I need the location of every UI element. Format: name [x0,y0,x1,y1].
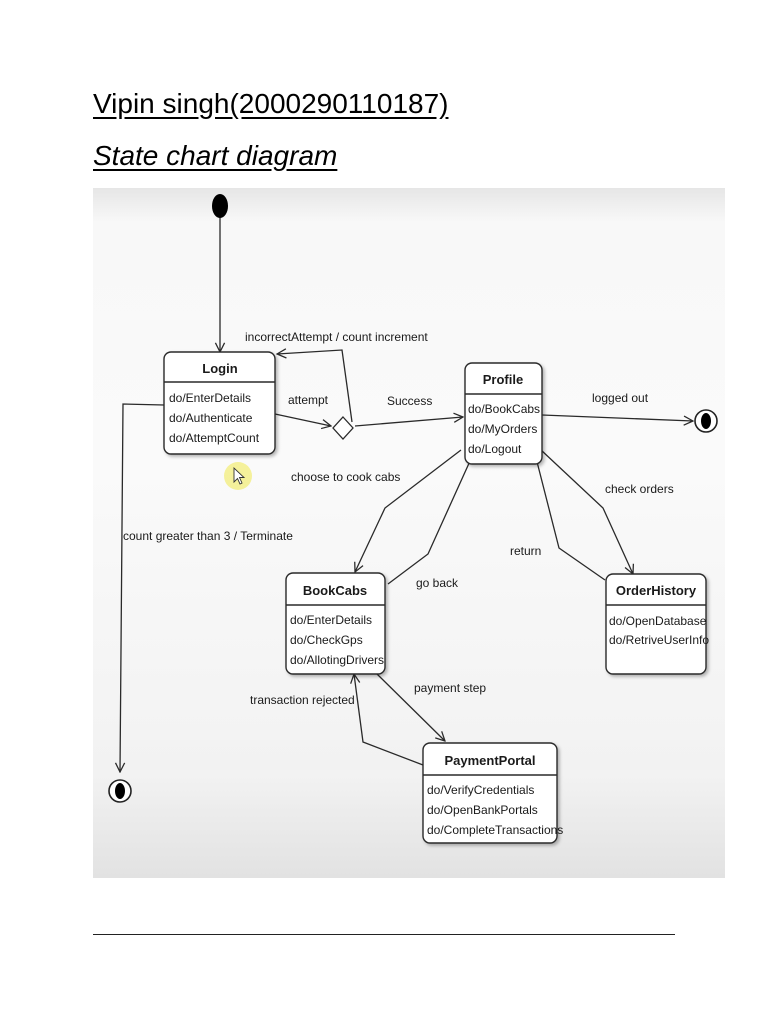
state-bookcabs-name: BookCabs [303,583,367,598]
final-state-node [694,409,718,433]
choose-cabs-label: choose to cook cabs [291,470,400,484]
state-profile-activity: do/MyOrders [468,422,537,436]
state-bookcabs-activity: do/EnterDetails [290,613,372,627]
page-title: State chart diagram [93,140,338,171]
state-login-activity: do/Authenticate [169,411,253,425]
check-orders-label: check orders [605,482,674,496]
state-login-name: Login [202,361,237,376]
go-back-label: go back [416,576,459,590]
mouse-pointer-icon [233,466,246,485]
incorrect-attempt-loop-arrow [277,350,353,423]
choose-cabs-arrow [355,449,462,572]
state-orderhistory-name: OrderHistory [616,583,697,598]
incorrect-attempt-label: incorrectAttempt / count increment [245,330,428,344]
logged-out-label: logged out [592,391,649,405]
state-orderhistory-activity: do/OpenDatabase [609,614,707,628]
state-orderhistory [605,573,707,675]
terminate-label: count greater than 3 / Terminate [123,529,293,543]
return-arrow [534,450,606,581]
footer-rule [93,934,675,935]
initial-state-node [212,194,228,218]
state-profile-activity: do/Logout [468,442,522,456]
state-paymentportal-activity: do/CompleteTransactions [427,823,563,837]
state-bookcabs-activity: do/AllotingDrivers [290,653,384,667]
state-paymentportal-activity: do/OpenBankPortals [427,803,538,817]
return-label: return [510,544,541,558]
terminate-final-state-node [108,779,132,803]
decision-diamond [332,416,354,440]
state-bookcabs-activity: do/CheckGps [290,633,363,647]
state-paymentportal-name: PaymentPortal [444,753,535,768]
state-paymentportal-activity: do/VerifyCredentials [427,783,534,797]
state-login-activity: do/EnterDetails [169,391,251,405]
state-paymentportal [422,742,558,844]
state-profile-activity: do/BookCabs [468,402,540,416]
go-back-arrow [387,450,475,585]
state-login [163,351,276,455]
state-login-activity: do/AttemptCount [169,431,260,445]
login-to-decision-arrow [274,413,331,426]
transaction-rejected-label: transaction rejected [250,693,355,707]
payment-step-arrow [374,671,445,741]
success-arrow [354,417,463,427]
check-orders-arrow [540,449,633,574]
success-label: Success [387,394,432,408]
transaction-rejected-arrow [354,674,424,766]
attempt-label: attempt [288,393,329,407]
terminate-arrow [120,403,165,772]
logged-out-arrow [541,414,693,421]
state-orderhistory-activity: do/RetriveUserInfo [609,633,709,647]
diagram-canvas: Login do/EnterDetails do/Authenticate do… [108,194,718,844]
state-profile-name: Profile [483,372,523,387]
payment-step-label: payment step [414,681,486,695]
author-heading: Vipin singh(2000290110187) [93,88,449,119]
state-profile [464,362,543,465]
state-chart-diagram: Login do/EnterDetails do/Authenticate do… [93,188,725,878]
state-bookcabs [285,572,386,675]
